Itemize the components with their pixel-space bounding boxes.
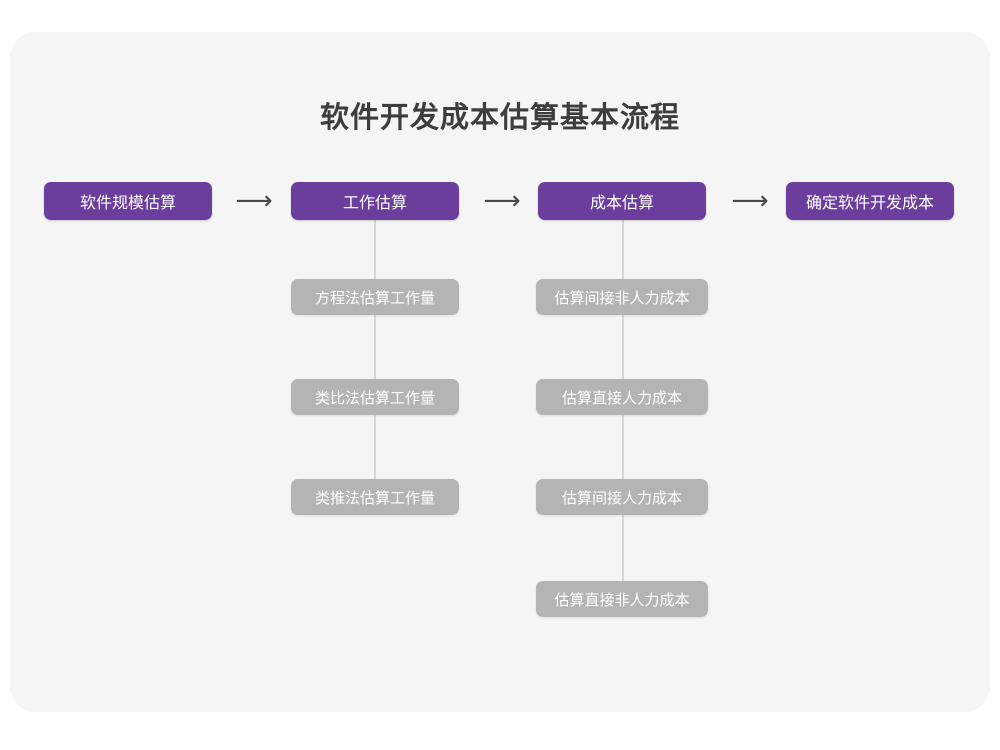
stage-node-determine-development-cost[interactable]: 确定软件开发成本	[786, 182, 954, 220]
arrow-1-icon: ⟶	[235, 186, 273, 216]
substep-node-analogy-method-effort[interactable]: 类比法估算工作量	[291, 379, 459, 415]
substep-node-equation-method-effort[interactable]: 方程法估算工作量	[291, 279, 459, 315]
substep-node-direct-labor-cost[interactable]: 估算直接人力成本	[536, 379, 708, 415]
arrow-2-icon: ⟶	[483, 186, 521, 216]
stage-node-software-scale-estimation[interactable]: 软件规模估算	[44, 182, 212, 220]
stage-node-cost-estimation[interactable]: 成本估算	[538, 182, 706, 220]
stage-node-effort-estimation[interactable]: 工作估算	[291, 182, 459, 220]
arrow-3-icon: ⟶	[731, 186, 769, 216]
substep-node-deduction-method-effort[interactable]: 类推法估算工作量	[291, 479, 459, 515]
substep-node-direct-nonlabor-cost[interactable]: 估算直接非人力成本	[536, 581, 708, 617]
page-title: 软件开发成本估算基本流程	[319, 102, 680, 134]
substep-node-indirect-nonlabor-cost[interactable]: 估算间接非人力成本	[536, 279, 708, 315]
substep-node-indirect-labor-cost[interactable]: 估算间接人力成本	[536, 479, 708, 515]
connector-stage2-trunk	[374, 219, 376, 500]
diagram-card	[10, 32, 990, 712]
